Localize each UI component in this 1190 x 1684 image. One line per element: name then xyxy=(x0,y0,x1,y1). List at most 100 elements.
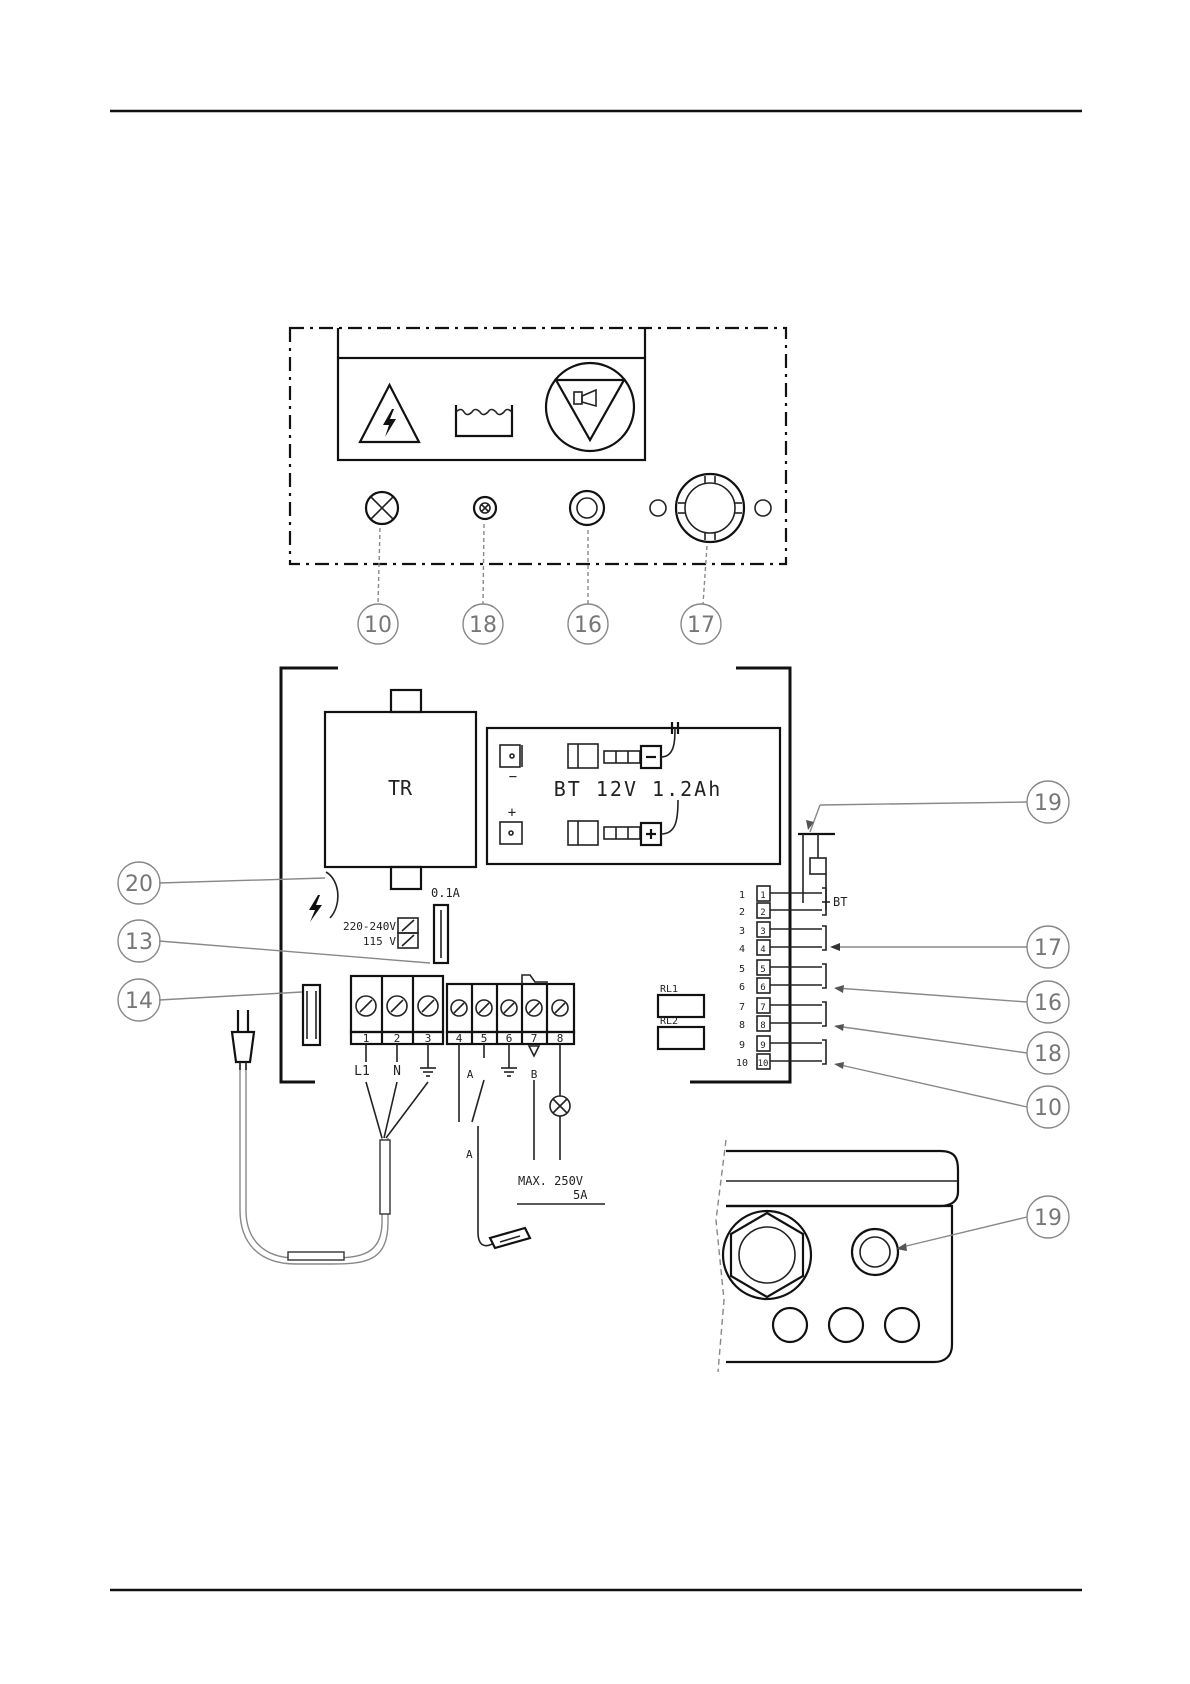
svg-text:7: 7 xyxy=(760,1003,765,1013)
enclosure-side-view: 19 xyxy=(716,1140,1069,1372)
svg-text:L1: L1 xyxy=(354,1064,370,1079)
svg-text:7: 7 xyxy=(531,1032,538,1045)
callout-17-board: 17 xyxy=(1027,926,1069,968)
svg-text:5A: 5A xyxy=(573,1188,588,1202)
board-wiring: L1 N A B xyxy=(354,1044,605,1248)
svg-text:A: A xyxy=(467,1068,474,1081)
alarm-horn-icon xyxy=(546,363,634,451)
svg-text:10: 10 xyxy=(364,613,392,638)
svg-text:BT: BT xyxy=(833,895,847,909)
callout-16-top: 16 xyxy=(568,604,608,644)
battery-connector-plus xyxy=(568,800,678,845)
svg-text:10: 10 xyxy=(736,1058,748,1069)
input-terminal-strip: 1 2 3 4 5 6 7 8 9 10 1 2 3 4 5 6 7 8 9 1… xyxy=(736,886,847,1069)
svg-text:4: 4 xyxy=(739,944,745,955)
power-warning-icon xyxy=(360,385,419,442)
svg-text:13: 13 xyxy=(125,930,153,955)
external-battery-connector xyxy=(798,834,835,910)
front-panel-leaders xyxy=(378,524,707,604)
svg-text:220-240V: 220-240V xyxy=(343,920,396,933)
svg-text:8: 8 xyxy=(739,1020,745,1031)
front-panel: 10 18 16 17 xyxy=(290,328,786,644)
svg-text:RL2: RL2 xyxy=(660,1016,678,1027)
relay-rl2: RL2 xyxy=(658,1016,704,1049)
plug-icon xyxy=(232,1010,254,1070)
svg-text:5: 5 xyxy=(760,965,765,975)
callout-20: 20 xyxy=(118,862,160,904)
relay-rl1: RL1 xyxy=(658,984,704,1017)
svg-text:14: 14 xyxy=(125,989,153,1014)
svg-text:B: B xyxy=(531,1068,538,1081)
mains-terminal-block: 1 2 3 xyxy=(351,976,443,1045)
callout-17-top: 17 xyxy=(681,604,721,644)
svg-text:16: 16 xyxy=(1034,991,1062,1016)
svg-text:1: 1 xyxy=(739,890,745,901)
svg-text:8: 8 xyxy=(760,1021,765,1031)
float-switch xyxy=(490,1228,530,1248)
svg-text:19: 19 xyxy=(1034,791,1062,816)
main-fuse xyxy=(303,985,320,1045)
cable-gland-19 xyxy=(852,1229,898,1275)
lamp-indicator-10 xyxy=(366,492,398,524)
svg-text:4: 4 xyxy=(760,945,765,955)
knockout-2 xyxy=(829,1308,863,1342)
svg-text:3: 3 xyxy=(739,926,745,937)
svg-text:20: 20 xyxy=(125,872,153,897)
pushbutton-16[interactable] xyxy=(570,491,604,525)
battery-compartment: − + xyxy=(487,722,780,864)
svg-text:2: 2 xyxy=(760,908,765,918)
svg-text:3: 3 xyxy=(760,927,765,937)
water-level-icon xyxy=(456,405,512,436)
fuse-0.1a: 0.1A xyxy=(431,886,461,963)
svg-text:10: 10 xyxy=(1034,1096,1062,1121)
knockout-1 xyxy=(773,1308,807,1342)
svg-text:BT 12V 1.2Ah: BT 12V 1.2Ah xyxy=(554,777,723,801)
knockout-3 xyxy=(885,1308,919,1342)
callout-10-top: 10 xyxy=(358,604,398,644)
svg-text:2: 2 xyxy=(394,1032,401,1045)
svg-text:−: − xyxy=(509,769,517,785)
svg-text:18: 18 xyxy=(1034,1042,1062,1067)
battery-connector-minus xyxy=(568,728,675,768)
svg-text:18: 18 xyxy=(469,613,497,638)
svg-text:5: 5 xyxy=(739,964,745,975)
voltage-selector[interactable]: 220-240V 115 V xyxy=(343,918,418,948)
svg-text:17: 17 xyxy=(687,613,715,638)
svg-text:RL1: RL1 xyxy=(660,984,678,995)
circuit-board: TR − + xyxy=(118,668,1069,1264)
callout-10-board: 10 xyxy=(1027,1086,1069,1128)
svg-text:6: 6 xyxy=(760,983,765,993)
svg-text:TR: TR xyxy=(388,776,413,800)
svg-text:A: A xyxy=(466,1148,473,1161)
svg-text:16: 16 xyxy=(574,613,602,638)
svg-text:4: 4 xyxy=(456,1032,463,1045)
svg-text:9: 9 xyxy=(739,1040,745,1051)
callout-18-board: 18 xyxy=(1027,1032,1069,1074)
buzzer-17 xyxy=(650,474,771,542)
svg-text:1: 1 xyxy=(363,1032,370,1045)
svg-text:1: 1 xyxy=(760,891,765,901)
transformer: TR xyxy=(325,690,476,889)
svg-text:8: 8 xyxy=(557,1032,564,1045)
callout-19-enclosure: 19 xyxy=(1027,1196,1069,1238)
ground-symbol-output xyxy=(501,1044,517,1076)
alarm-lamp-output xyxy=(550,1096,570,1116)
lamp-indicator-18 xyxy=(474,497,496,519)
svg-text:0.1A: 0.1A xyxy=(431,886,461,900)
front-panel-outline xyxy=(290,328,786,564)
svg-text:10: 10 xyxy=(758,1059,769,1069)
svg-text:19: 19 xyxy=(1034,1206,1062,1231)
svg-text:MAX. 250V: MAX. 250V xyxy=(518,1174,583,1188)
board-leaders xyxy=(159,802,1027,1107)
svg-text:2: 2 xyxy=(739,907,745,918)
svg-text:17: 17 xyxy=(1034,936,1062,961)
svg-text:9: 9 xyxy=(760,1041,765,1051)
svg-text:+: + xyxy=(508,805,516,821)
callout-18-top: 18 xyxy=(463,604,503,644)
callout-19-board: 19 xyxy=(1027,781,1069,823)
svg-text:N: N xyxy=(393,1064,401,1079)
callout-13: 13 xyxy=(118,920,160,962)
svg-text:115 V: 115 V xyxy=(363,935,396,948)
